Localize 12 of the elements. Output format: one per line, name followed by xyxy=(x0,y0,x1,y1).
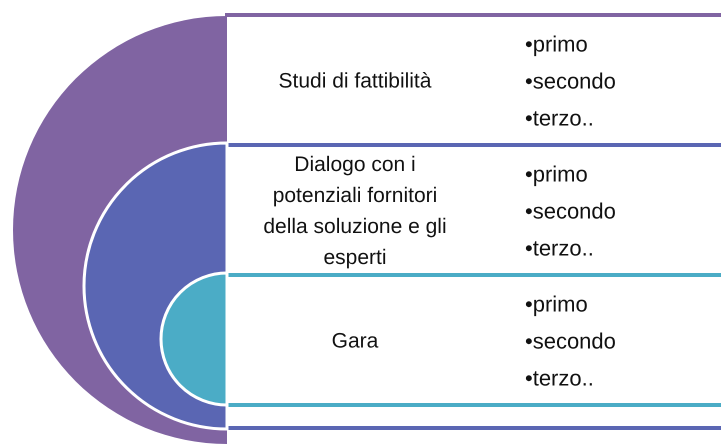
bullet-item: •terzo.. xyxy=(525,104,595,132)
bullet-item: •primo xyxy=(525,30,589,58)
bullet-item: •secondo xyxy=(525,67,616,95)
bullet-item: •terzo.. xyxy=(525,364,595,392)
bullet-item: •primo xyxy=(525,290,589,318)
bullet-item: •primo xyxy=(525,160,589,188)
stage-title: Studi di fattibilità xyxy=(278,68,432,94)
bullet-item: •terzo.. xyxy=(525,234,595,262)
bullet-item: •secondo xyxy=(525,197,616,225)
stage-title: Gara xyxy=(330,328,380,354)
bullet-item: •secondo xyxy=(525,327,616,355)
stage-title: Dialogo con i potenziali fornitori della soluzione e gli esperti xyxy=(262,152,448,270)
